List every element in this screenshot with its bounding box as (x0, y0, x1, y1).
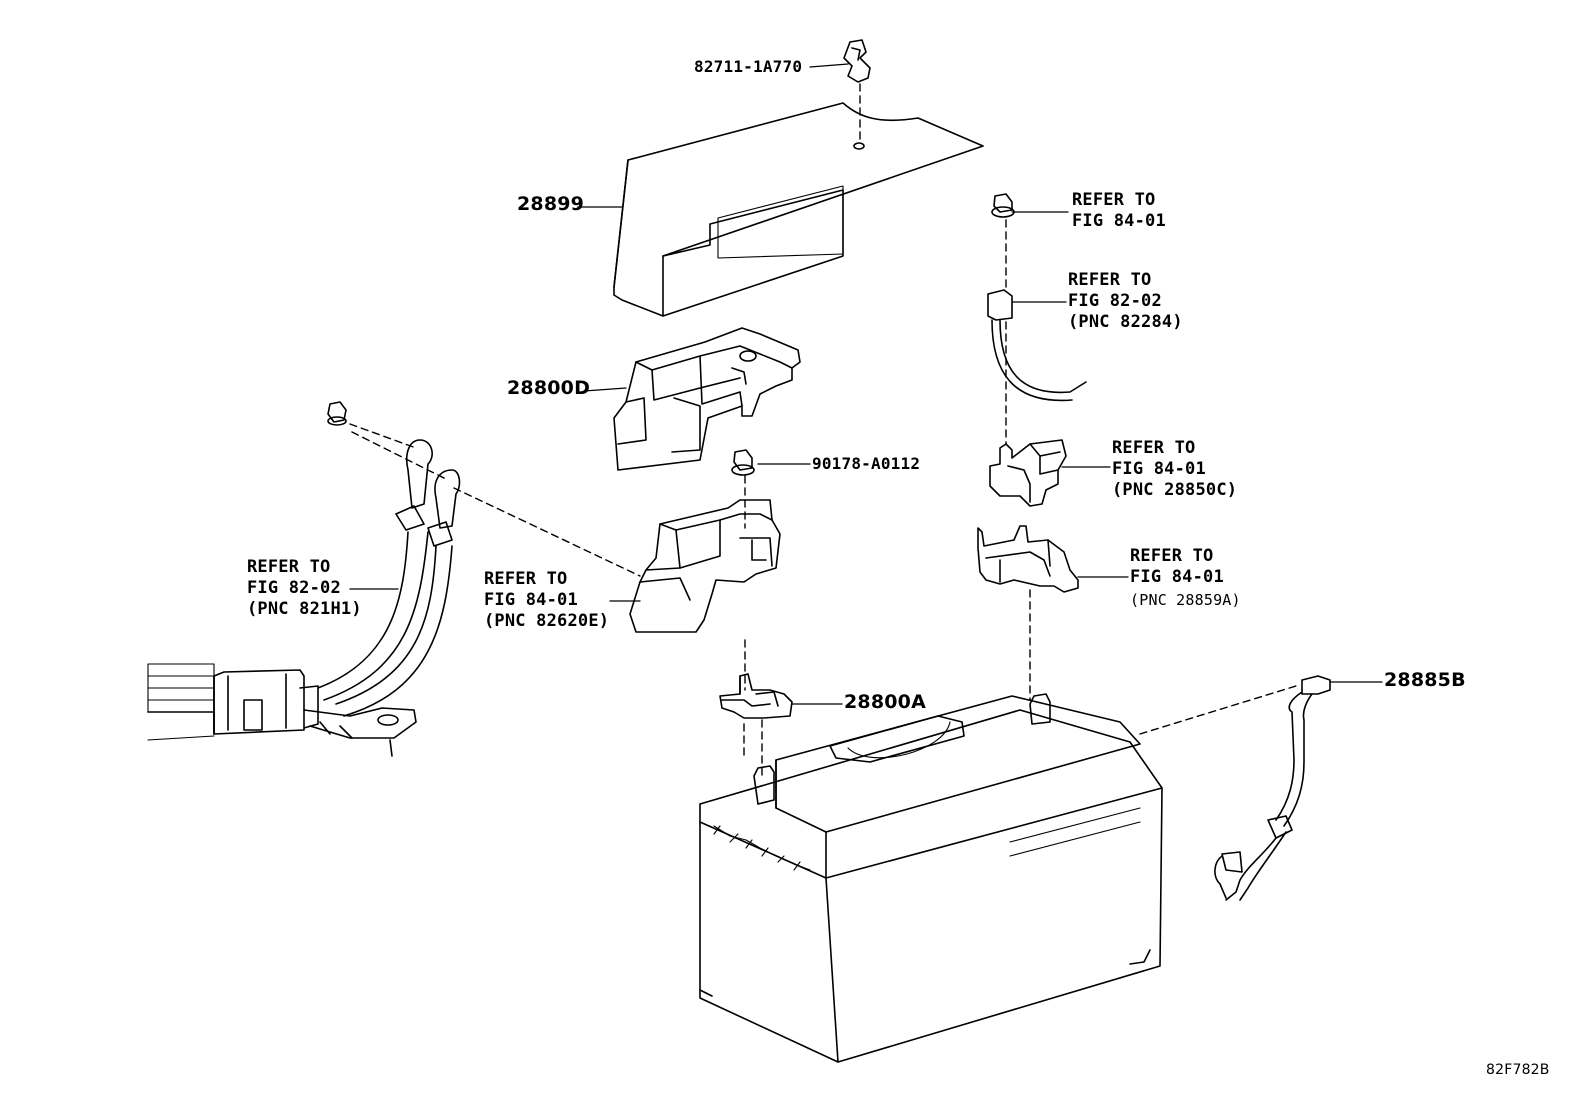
terminal-28800a (719, 673, 793, 779)
bolt-top-right (991, 193, 1015, 293)
label-refer-28850c: REFER TO FIG 84-01 (PNC 28850C) (1112, 438, 1238, 500)
leader-lines (349, 63, 1383, 705)
label-28800a: 28800A (844, 691, 927, 713)
label-28800d: 28800D (507, 377, 591, 399)
label-refer-top-right: REFER TO FIG 84-01 (1072, 190, 1166, 231)
cable-28885b (1139, 675, 1331, 901)
terminal-cover-28800d (613, 327, 801, 471)
label-refer-82284: REFER TO FIG 82-02 (PNC 82284) (1068, 270, 1183, 332)
battery (699, 693, 1163, 1063)
terminal-cover-82620e (629, 499, 781, 633)
label-refer-28859a: REFER TO FIG 84-01 (1130, 546, 1224, 587)
battery-cover-28899 (613, 102, 984, 317)
diagram-id: 82F782B (1486, 1062, 1550, 1078)
label-refer-821h1: REFER TO FIG 82-02 (PNC 821H1) (247, 557, 362, 619)
cable-821h1 (147, 401, 641, 757)
label-refer-82620e: REFER TO FIG 84-01 (PNC 82620E) (484, 569, 610, 631)
nut-90178-a0112 (731, 449, 755, 529)
clip-82711-1a770 (843, 39, 871, 150)
terminal-28859a (977, 525, 1079, 701)
label-pnc-28859a: (PNC 28859A) (1130, 591, 1241, 609)
label-82711-1a770: 82711-1A770 (694, 57, 803, 76)
terminal-28850c (989, 439, 1067, 507)
label-28885b: 28885B (1384, 669, 1466, 691)
cable-82284 (987, 289, 1087, 445)
label-28899: 28899 (517, 193, 585, 215)
label-90178-a0112: 90178-A0112 (812, 454, 921, 473)
